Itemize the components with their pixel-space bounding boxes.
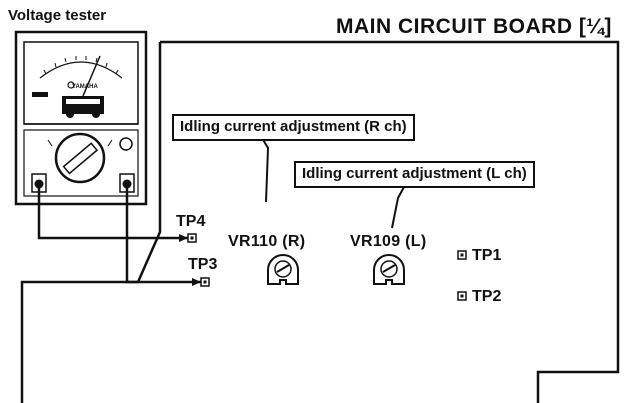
board-title: MAIN CIRCUIT BOARD [¼] — [336, 15, 612, 38]
label-vr109: VR109 (L) — [350, 233, 427, 250]
callout-leader-l — [391, 186, 405, 229]
label-vr110: VR110 (R) — [228, 233, 306, 250]
label-tp3: TP3 — [188, 256, 218, 273]
probe-wire-tp4 — [37, 188, 188, 240]
voltage-tester — [14, 30, 148, 206]
callout-idling-l-ch: Idling current adjustment (L ch) — [294, 161, 535, 188]
callout-idling-r-ch: Idling current adjustment (R ch) — [172, 114, 415, 141]
tester-brand-text: YAMAHA — [72, 84, 98, 90]
trimmer-vr109-icon — [373, 254, 405, 285]
label-tp2: TP2 — [472, 288, 502, 305]
probe-arrow-tp3 — [192, 278, 201, 286]
label-tp1: TP1 — [472, 247, 502, 264]
tuning-fork-logo-icon — [67, 81, 75, 89]
trimmer-vr110-icon — [267, 254, 299, 285]
board-outline — [160, 40, 620, 403]
callout-leader-r — [261, 137, 270, 203]
label-tp4: TP4 — [176, 213, 206, 230]
meter-scale-arc — [39, 61, 123, 79]
zero-adjust-knob — [119, 137, 133, 151]
probe-wire-tp3 — [125, 188, 201, 284]
test-point-pads — [187, 233, 467, 301]
jack-right-icon — [122, 179, 132, 189]
probe-arrow-tp4 — [179, 234, 188, 242]
meter-needle — [82, 55, 101, 97]
jack-left-icon — [34, 179, 44, 189]
tester-title: Voltage tester — [8, 7, 107, 24]
